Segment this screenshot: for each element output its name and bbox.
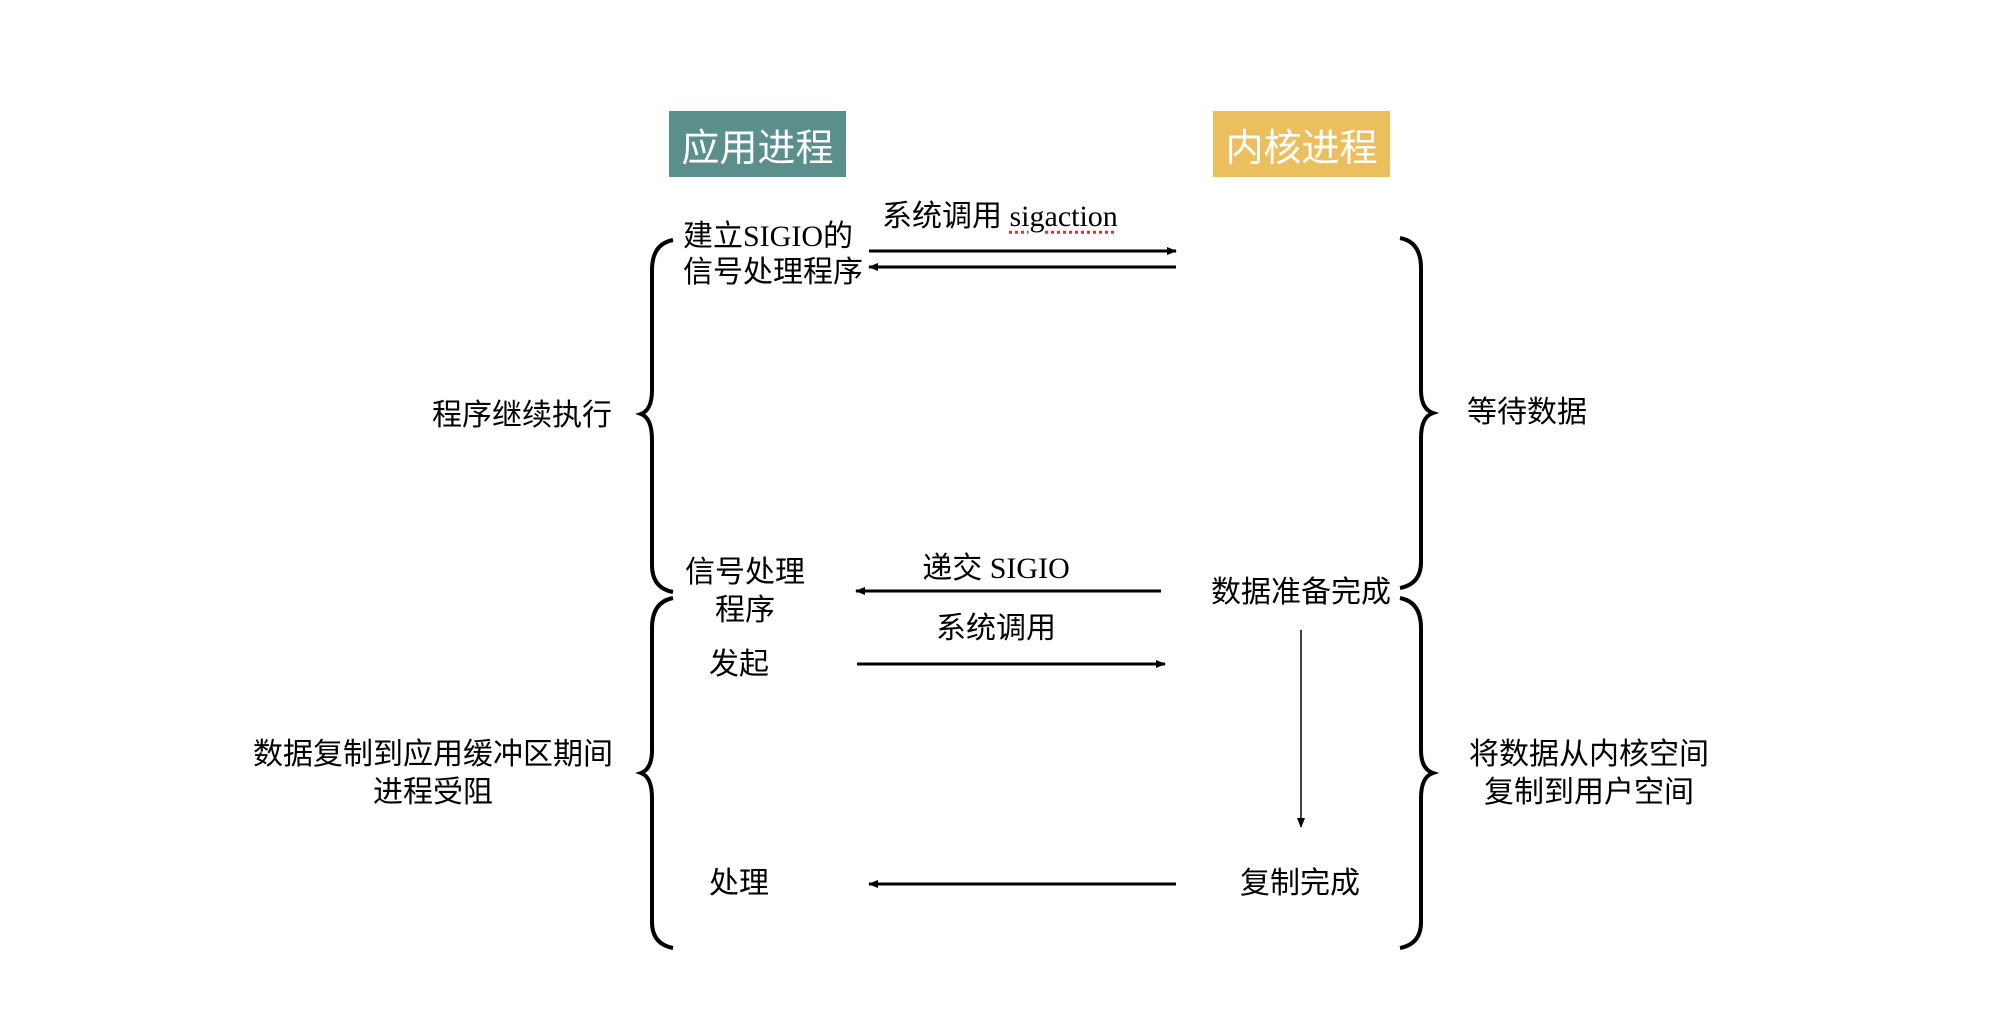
- setup-handler-line2: 信号处理程序: [683, 255, 863, 289]
- brace-right-copy: [1399, 596, 1440, 950]
- sigaction-name: sigaction: [1009, 199, 1118, 233]
- phase-copy-line2: 复制到用户空间: [1484, 775, 1694, 809]
- phase-waiting: 等待数据: [1467, 395, 1587, 429]
- data-ready-label: 数据准备完成: [1211, 575, 1391, 609]
- brace-right-waiting: [1399, 236, 1440, 590]
- phase-continue: 程序继续执行: [432, 398, 612, 432]
- phase-blocked-line2: 进程受阻: [373, 775, 493, 809]
- app-process-header: 应用进程: [669, 111, 846, 177]
- signal-handler-line2: 程序: [715, 593, 775, 627]
- syscall-label: 系统调用: [936, 611, 1056, 645]
- setup-handler-line1: 建立SIGIO的: [683, 219, 853, 253]
- process-label: 处理: [709, 866, 769, 900]
- copy-done-label: 复制完成: [1240, 866, 1360, 900]
- kernel-process-header: 内核进程: [1213, 111, 1390, 177]
- brace-left-blocked: [635, 596, 674, 950]
- deliver-sigio-label: 递交 SIGIO: [922, 551, 1070, 585]
- brace-left-continue: [635, 238, 674, 594]
- sigaction-label: 系统调用 sigaction: [882, 200, 1118, 235]
- signal-handler-line1: 信号处理: [685, 555, 805, 589]
- phase-blocked-line1: 数据复制到应用缓冲区期间: [253, 737, 613, 771]
- initiate-label: 发起: [709, 647, 769, 681]
- sigaction-prefix: 系统调用: [882, 199, 1010, 233]
- phase-copy-line1: 将数据从内核空间: [1469, 737, 1709, 771]
